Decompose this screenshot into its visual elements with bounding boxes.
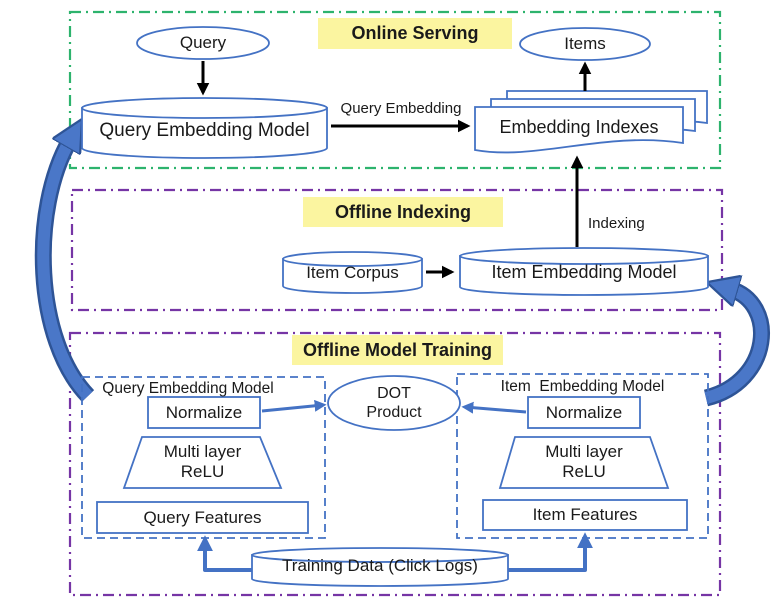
normalize-right-box <box>527 396 641 429</box>
query-features-label: Query Features <box>143 507 262 527</box>
query-embedding-model-cylinder <box>81 97 328 159</box>
item-corpus-cylinder <box>282 251 423 294</box>
mlp-right-line2: ReLU <box>562 462 606 481</box>
normalize-right-to-dot-arrow <box>461 401 527 414</box>
embedding-indexes-label: Embedding Indexes <box>499 116 659 137</box>
query-embedding-edge-label: Query Embedding <box>340 100 462 118</box>
mlp-right-label: Multi layer ReLU <box>500 438 668 486</box>
normalize-left-label: Normalize <box>165 402 243 422</box>
mlp-right-line1: Multi layer <box>545 442 623 462</box>
training-data-cylinder <box>251 547 509 587</box>
offline-indexing-section-border <box>70 188 724 312</box>
mlp-left-line1: Multi layer <box>163 442 242 462</box>
normalize-left-to-dot-arrow <box>261 399 327 413</box>
item-embedding-model-label: Item Embedding Model <box>491 261 677 282</box>
item-features-label: Item Features <box>532 505 638 525</box>
normalize-right-label: Normalize <box>545 402 623 422</box>
deploy-item-model-arrow <box>703 289 770 407</box>
dot-line2: Product <box>366 403 422 421</box>
online-serving-title: Online Serving <box>318 18 512 49</box>
training-data-to-query-features-arrow <box>197 535 252 572</box>
query-features-box <box>96 501 309 534</box>
mlp-left-trapezoid <box>122 436 283 489</box>
online-serving-section-border <box>68 10 722 170</box>
offline-model-training-title: Offline Model Training <box>292 335 503 365</box>
mlp-left-line2: ReLU <box>180 462 225 481</box>
mlp-left-label: Multi layer ReLU <box>124 438 281 486</box>
query-tower-title: Query Embedding Model <box>102 379 274 397</box>
item-tower-title: Item Embedding Model <box>500 377 665 395</box>
item-embedding-model-cylinder <box>459 247 709 296</box>
query-label: Query <box>179 33 227 53</box>
dot-product-label: DOT Product <box>328 377 460 430</box>
deploy-query-model-arrow <box>34 140 95 402</box>
embedding-indexes-stack <box>474 90 708 154</box>
offline-training-section-border <box>68 331 722 597</box>
query-embedding-model-label: Query Embedding Model <box>99 120 310 142</box>
items-label: Items <box>564 34 606 54</box>
dot-product-ellipse <box>327 375 461 431</box>
training-data-to-item-features-arrow <box>508 532 593 572</box>
query-ellipse <box>136 26 270 60</box>
offline-indexing-title: Offline Indexing <box>303 197 503 227</box>
training-data-label: Training Data (Click Logs) <box>282 555 478 575</box>
item-corpus-label: Item Corpus <box>306 262 399 282</box>
indexing-edge-label: Indexing <box>588 215 645 233</box>
dot-line1: DOT <box>377 385 411 403</box>
mlp-right-trapezoid <box>498 436 670 489</box>
item-features-box <box>482 499 688 531</box>
items-ellipse <box>519 27 651 61</box>
normalize-left-box <box>147 396 261 429</box>
